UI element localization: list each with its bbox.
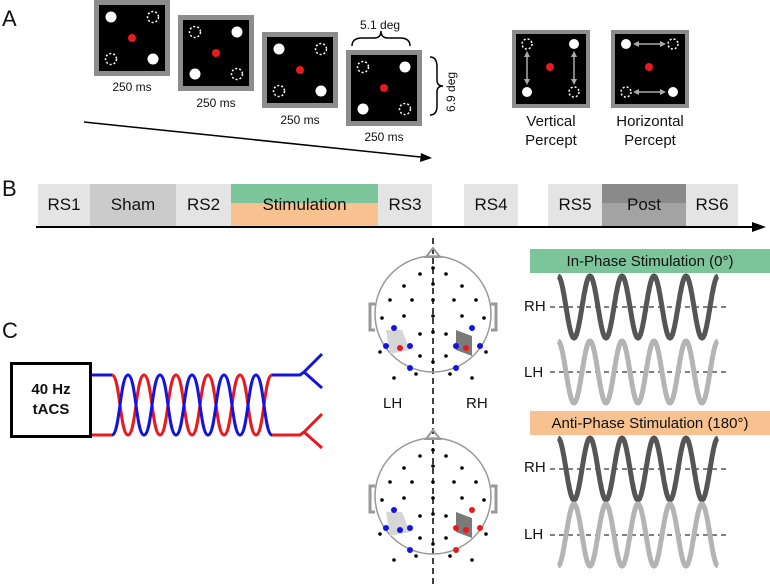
width-label: 5.1 deg [360,18,401,32]
head-anti-phase [368,428,498,562]
horizontal-percept-line1: Horizontal [616,113,684,130]
tacs-device: 40 Hz tACS [10,362,92,438]
frame-3-duration: 250 ms [280,113,320,127]
tacs-label: tACS [32,401,70,418]
in-phase-rh-wave [556,273,720,341]
stimulus-frame-2 [178,15,254,91]
panel-label-a: A [2,6,17,31]
segment-rs5: RS5 [548,184,602,226]
panel-label-c: C [2,318,18,343]
height-label: 6.9 deg [444,71,458,112]
waveforms [550,273,726,569]
segment-rs1: RS1 [38,184,90,226]
tacs-frequency: 40 Hz [31,381,71,398]
segment-stimulation: Stimulation [231,184,378,226]
vertical-percept-line1: Vertical [526,113,576,130]
hemisphere-right-label: RH [466,395,488,412]
segment-rs6: RS6 [686,184,738,226]
vertical-percept-label: Vertical Percept [507,112,595,150]
vertical-percept-line2: Percept [525,132,577,149]
in-phase-title: In-Phase Stimulation (0°) [530,249,770,273]
head-in-phase [368,246,498,380]
anti-phase-lh-wave [556,501,720,569]
frame-4-duration: 250 ms [364,130,404,144]
anti-phase-rh-label: RH [524,459,546,476]
horizontal-percept-box [611,30,689,108]
stimulus-frame-4 [346,50,422,126]
time-arrow [83,30,444,162]
segment-rs3: RS3 [378,184,432,226]
in-phase-lh-wave [556,338,720,406]
timeline-arrow [36,222,766,232]
in-phase-lh-label: LH [524,364,544,381]
anti-phase-rh-wave [556,435,720,503]
in-phase-rh-label: RH [524,298,546,315]
horizontal-percept-label: Horizontal Percept [606,112,694,150]
anti-phase-lh-label: LH [524,526,544,543]
anti-phase-title: Anti-Phase Stimulation (180°) [530,411,770,435]
hemisphere-left-label: LH [383,395,403,412]
segment-sham: Sham [90,184,176,226]
stimulus-frame-3 [262,32,338,108]
frame-2-duration: 250 ms [196,96,236,110]
segment-rs4: RS4 [464,184,518,226]
segment-post: Post [602,184,686,226]
horizontal-percept-line2: Percept [624,132,676,149]
tacs-wires [92,352,324,450]
frame-1-duration: 250 ms [112,80,152,94]
panel-label-b: B [2,176,17,201]
segment-rs2: RS2 [176,184,231,226]
vertical-percept-box [512,30,590,108]
stimulus-frame-1 [94,0,170,76]
head-maps [368,238,498,584]
